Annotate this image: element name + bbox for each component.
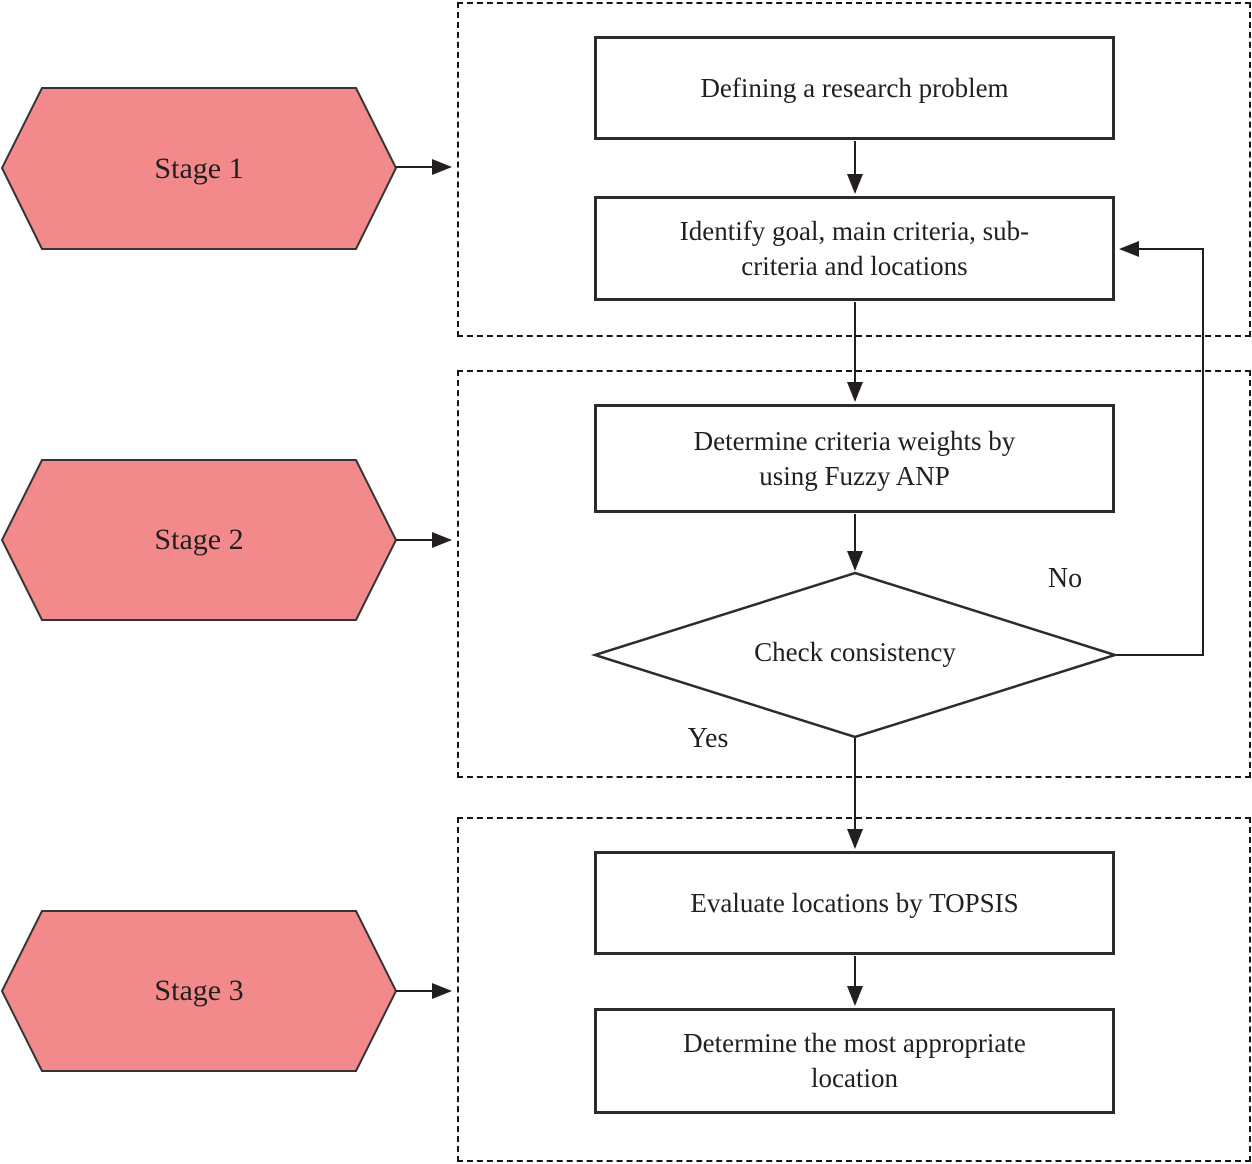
box-defining-problem-text: Defining a research problem	[700, 72, 1009, 103]
no-label: No	[1047, 563, 1083, 594]
box-determine-location-text: Determine the most appropriate location	[683, 1028, 1026, 1093]
box-determine-weights: Determine criteria weights by using Fuzz…	[594, 404, 1115, 513]
yes-label: Yes	[687, 723, 729, 754]
box-determine-weights-text: Determine criteria weights by using Fuzz…	[693, 425, 1016, 491]
check-consistency-label: Check consistency	[754, 637, 956, 667]
box-evaluate-topsis-text: Evaluate locations by TOPSIS	[690, 887, 1019, 918]
box-determine-location: Determine the most appropriate location	[594, 1008, 1115, 1114]
box-identify-goal: Identify goal, main criteria, sub- crite…	[594, 196, 1115, 301]
stage-3-label: Stage 3	[154, 974, 244, 1007]
box-defining-problem: Defining a research problem	[594, 36, 1115, 140]
stage-2-hexagon	[0, 459, 398, 621]
box-evaluate-topsis: Evaluate locations by TOPSIS	[594, 851, 1115, 955]
stage-1-label: Stage 1	[154, 151, 244, 185]
stage-2-label: Stage 2	[154, 523, 244, 556]
stage-3-hexagon	[0, 910, 398, 1072]
stage-1-hexagon	[0, 87, 398, 250]
no-feedback-arrow	[1115, 241, 1204, 656]
check-consistency-diamond	[590, 571, 1120, 739]
box-identify-goal-text: Identify goal, main criteria, sub- crite…	[679, 215, 1030, 281]
